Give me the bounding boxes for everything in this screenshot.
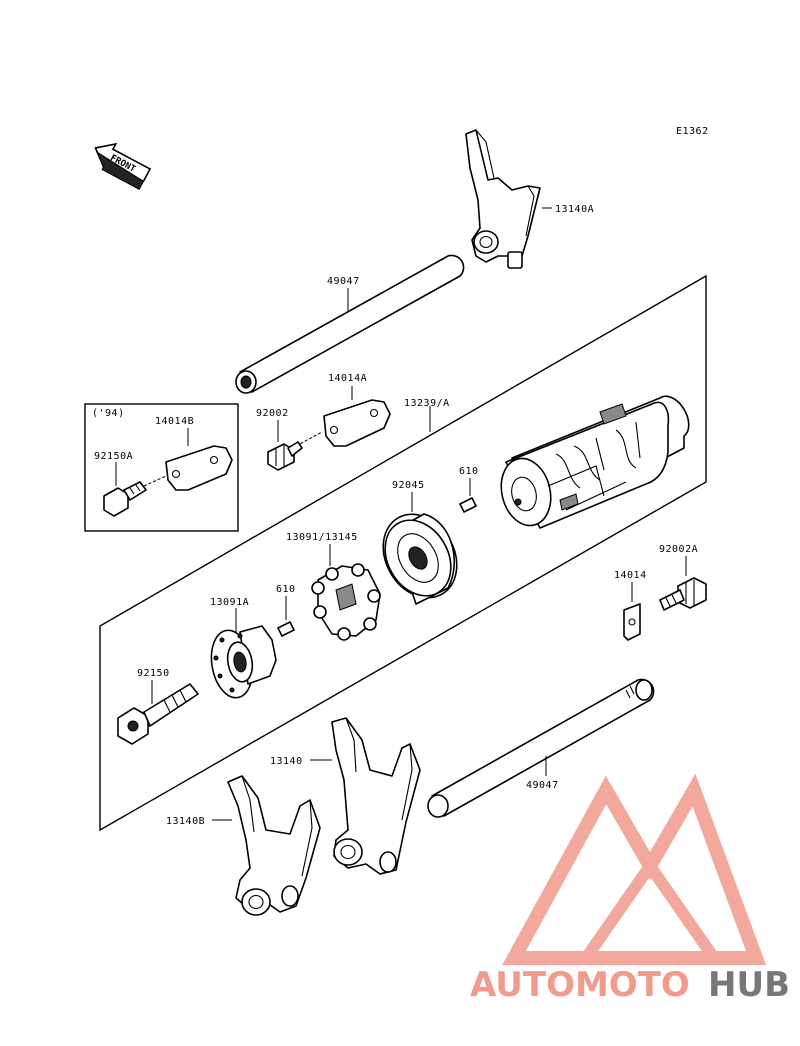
label-92150: 92150 [137, 668, 170, 679]
stopper-plate-14014a [295, 386, 391, 447]
inset-label: ('94) [92, 408, 125, 419]
bolt-92150 [117, 680, 199, 745]
label-49047-top: 49047 [327, 276, 360, 287]
shift-fork-13140 [310, 717, 421, 875]
label-13091a: 13091A [210, 597, 249, 608]
bearing-92045 [382, 492, 458, 605]
pin-plate-13091-13145 [311, 544, 381, 641]
watermark-logo [502, 773, 767, 965]
bolt-92002a [659, 556, 707, 611]
label-92045: 92045 [392, 480, 425, 491]
label-13140: 13140 [270, 756, 303, 767]
shift-rod-49047-bottom [427, 678, 655, 818]
pin-610-top [459, 478, 477, 513]
drum-assembly-outline [99, 274, 707, 832]
shift-drum [500, 395, 690, 529]
front-arrow-icon: FRONT [94, 142, 152, 190]
shift-fork-13140b [212, 775, 321, 916]
watermark-text-part2: HUB [708, 965, 790, 1005]
watermark-text-part1: AUTOMOTO [470, 965, 690, 1005]
stopper-plate-14014 [623, 582, 641, 641]
bolt-92150a [103, 462, 147, 517]
inset-box-94 [84, 403, 239, 532]
label-13140b: 13140B [166, 816, 205, 827]
stopper-plate-14014b [143, 428, 233, 491]
label-13239-a: 13239/A [404, 398, 450, 409]
label-92002a: 92002A [659, 544, 698, 555]
label-14014b: 14014B [155, 416, 194, 427]
label-610-top: 610 [459, 466, 479, 477]
cam-13091a [210, 608, 277, 699]
label-92002: 92002 [256, 408, 289, 419]
pin-610-mid [277, 596, 295, 637]
bolt-92002 [267, 420, 303, 471]
label-13091-13145: 13091/13145 [286, 532, 358, 543]
label-13140a: 13140A [555, 204, 594, 215]
label-14014a: 14014A [328, 373, 367, 384]
label-49047-bottom: 49047 [526, 780, 559, 791]
label-92150a: 92150A [94, 451, 133, 462]
label-610-mid: 610 [276, 584, 296, 595]
shift-fork-13140a [465, 129, 552, 269]
shift-rod-49047-top [235, 254, 465, 394]
diagram-code-label: E1362 [676, 126, 709, 137]
label-14014: 14014 [614, 570, 647, 581]
